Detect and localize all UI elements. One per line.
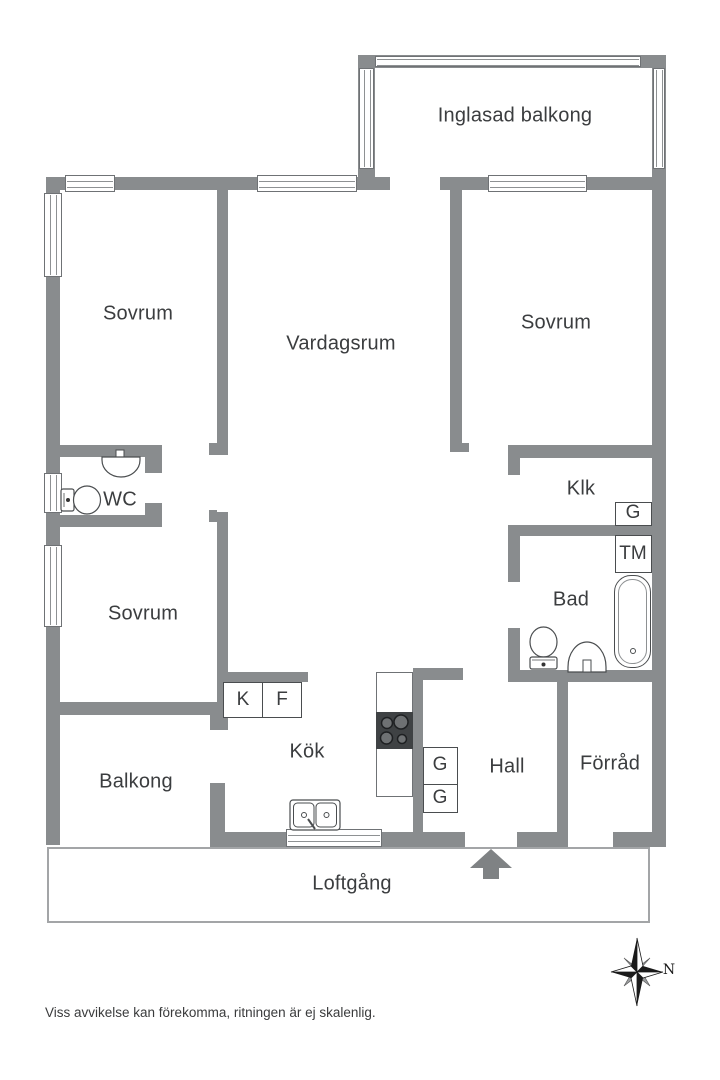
toilet-icon <box>60 485 102 515</box>
wall-segment <box>209 443 217 455</box>
room-label-vardagsrum: Vardagsrum <box>286 332 396 355</box>
wall-segment <box>209 510 217 522</box>
wall-segment <box>462 443 469 452</box>
wall-segment <box>210 715 225 730</box>
wall-segment <box>652 177 666 847</box>
wall-segment <box>508 525 652 536</box>
wall-segment <box>145 457 162 473</box>
room-label-kok: Kök <box>289 740 325 763</box>
fridge-box <box>223 682 263 718</box>
wall-segment <box>145 503 162 515</box>
wall-segment <box>413 668 463 680</box>
window-symbol <box>375 56 641 67</box>
room-label-bad: Bad <box>552 588 590 611</box>
window-symbol <box>44 193 62 277</box>
kitchen-sink-icon <box>289 799 341 831</box>
fixture-label-wardrobe-klk: G <box>625 502 641 523</box>
window-symbol <box>44 545 62 627</box>
disclaimer-text: Viss avvikelse kan förekomma, ritningen … <box>45 1005 376 1020</box>
wall-segment <box>217 190 228 455</box>
window-symbol <box>286 829 382 847</box>
entrance-arrow-icon <box>470 849 512 879</box>
loftgang-boundary <box>47 847 650 923</box>
sink-icon <box>567 641 607 673</box>
toilet-icon <box>529 626 558 670</box>
room-label-klk: Klk <box>566 477 596 500</box>
fixture-label-wardrobe-hall-2: G <box>432 787 448 808</box>
wall-segment <box>613 832 666 847</box>
room-label-hall: Hall <box>489 755 525 778</box>
window-symbol <box>65 175 115 192</box>
wall-segment <box>58 445 162 457</box>
window-symbol <box>359 68 374 169</box>
window-symbol <box>44 473 62 513</box>
window-symbol <box>653 68 665 169</box>
fixture-label-freezer: F <box>276 689 288 710</box>
wall-segment <box>508 458 520 475</box>
sink-icon <box>101 449 141 478</box>
room-label-inglasad-balkong: Inglasad balkong <box>437 104 593 127</box>
fixture-label-wardrobe-hall-1: G <box>432 754 448 775</box>
window-symbol <box>488 175 587 192</box>
room-label-sovrum-top-left: Sovrum <box>102 302 174 325</box>
wall-segment <box>46 702 217 715</box>
room-label-balkong: Balkong <box>99 770 173 793</box>
compass-north-label: N <box>662 962 676 978</box>
stove-icon <box>376 712 413 749</box>
room-label-sovrum-top-right: Sovrum <box>520 311 592 334</box>
wall-segment <box>418 832 465 847</box>
wall-segment <box>508 445 652 458</box>
room-label-forrad: Förråd <box>579 752 641 775</box>
freezer-box <box>262 682 302 718</box>
room-label-sovrum-lower-left: Sovrum <box>107 602 179 625</box>
bathtub-icon <box>614 575 651 668</box>
wall-segment <box>508 670 652 682</box>
wardrobe-box <box>615 502 652 526</box>
fixture-label-washing-machine: TM <box>619 543 647 564</box>
room-label-wc: WC <box>103 488 137 511</box>
fixture-label-fridge: K <box>236 689 250 710</box>
wall-segment <box>217 672 308 682</box>
wardrobe-box <box>423 784 458 813</box>
wall-segment <box>450 190 462 452</box>
wall-segment <box>210 783 225 845</box>
wall-segment <box>557 677 568 847</box>
wall-segment <box>517 832 568 847</box>
door-opening <box>390 177 440 190</box>
wall-segment <box>217 512 228 730</box>
wall-segment <box>508 536 520 582</box>
washing-machine-box <box>615 535 652 573</box>
wall-segment <box>413 668 423 832</box>
compass-rose-icon <box>610 937 664 1007</box>
room-label-loftgang: Loftgång <box>312 872 392 895</box>
window-symbol <box>257 175 357 192</box>
wall-segment <box>508 628 520 682</box>
wall-segment <box>58 515 162 527</box>
